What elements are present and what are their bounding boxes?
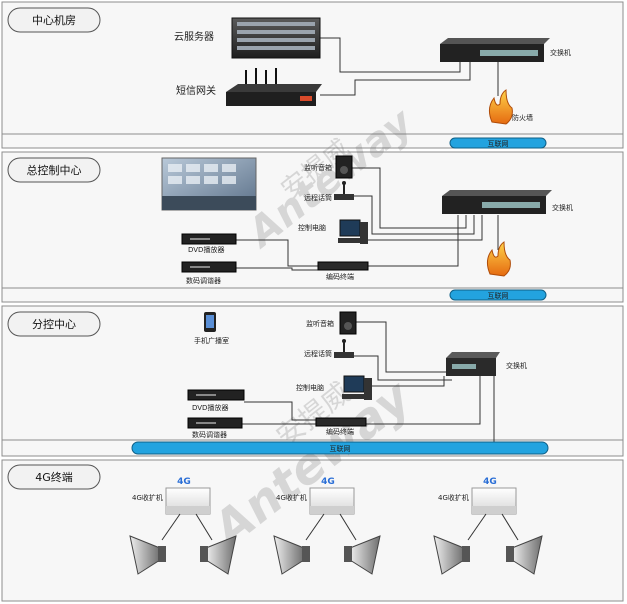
terminal-unit-2: 4G 4G收扩机 <box>273 477 381 575</box>
branch-speaker-label: 监听音箱 <box>306 319 334 328</box>
branch-mic-label: 远程话筒 <box>304 349 332 358</box>
center-internet-label: 互联网 <box>488 139 509 148</box>
control-mic-label: 远程话筒 <box>304 193 332 202</box>
horn-speaker-icon <box>506 535 543 575</box>
zone-branch <box>1 305 624 457</box>
center-switch-label: 交换机 <box>550 48 571 57</box>
branch-mobile-icon <box>204 312 216 332</box>
control-internet-label: 互联网 <box>488 291 509 300</box>
control-dvd-label: DVD播放器 <box>188 245 224 254</box>
zone-title-terminal: 4G终端 <box>7 464 101 490</box>
center-internet-bar: 互联网 <box>449 137 547 149</box>
zone-title-center-text: 中心机房 <box>32 13 76 27</box>
zone-title-center: 中心机房 <box>7 7 101 33</box>
terminal-unit-3: 4G 4G收扩机 <box>433 477 543 575</box>
branch-encoder-icon <box>315 417 367 427</box>
4g-badge-1: 4G <box>177 477 191 487</box>
control-switch-icon <box>442 190 552 214</box>
4g-badge-2: 4G <box>321 477 335 487</box>
zone-title-control: 总控制中心 <box>7 157 101 183</box>
control-firewall-icon <box>486 241 511 277</box>
control-mic-icon <box>334 181 354 200</box>
branch-pc-label: 控制电脑 <box>296 383 324 392</box>
branch-speaker-icon <box>339 311 357 335</box>
branch-mobile-label: 手机广播室 <box>194 336 229 345</box>
terminal-unit-3-label: 4G收扩机 <box>438 493 469 502</box>
branch-internet-label: 互联网 <box>330 444 351 453</box>
control-switch-label: 交换机 <box>552 203 573 212</box>
control-speaker-icon <box>335 155 353 179</box>
control-speaker-label: 监听音箱 <box>304 163 332 172</box>
branch-switch-label: 交换机 <box>506 361 527 370</box>
zone-title-branch: 分控中心 <box>7 311 101 337</box>
center-connections <box>320 37 499 96</box>
horn-speaker-icon <box>129 535 166 575</box>
control-dvd-icon <box>181 233 237 245</box>
horn-speaker-icon <box>200 535 237 575</box>
control-internet-bar: 互联网 <box>449 289 547 301</box>
sms-gateway-label: 短信网关 <box>176 84 216 97</box>
branch-connections <box>240 321 495 442</box>
zone-control <box>1 151 624 303</box>
control-pc-label: 控制电脑 <box>298 223 326 232</box>
terminal-unit-1-label: 4G收扩机 <box>132 493 163 502</box>
center-firewall-label: 防火墙 <box>512 113 533 122</box>
zone-title-terminal-text: 4G终端 <box>35 470 73 484</box>
control-room-photo <box>161 157 257 211</box>
branch-dvd-icon <box>187 389 245 401</box>
cloud-server-icon <box>231 17 321 59</box>
branch-encoder-label: 编码终端 <box>326 427 354 436</box>
control-encoder-icon <box>317 261 369 271</box>
cloud-server-label: 云服务器 <box>174 30 214 43</box>
horn-speaker-icon <box>344 535 381 575</box>
control-encoder-label: 编码终端 <box>326 272 354 281</box>
zone-title-branch-text: 分控中心 <box>32 317 76 331</box>
horn-speaker-icon <box>433 535 470 575</box>
control-tuner-icon <box>181 261 237 273</box>
branch-pc-icon <box>342 375 372 400</box>
branch-dvd-label: DVD播放器 <box>192 403 228 412</box>
branch-internet-bar: 互联网 <box>131 441 549 455</box>
zone-title-control-text: 总控制中心 <box>27 163 82 177</box>
branch-tuner-icon <box>187 417 243 429</box>
4g-badge-3: 4G <box>483 477 497 487</box>
terminal-unit-1: 4G 4G收扩机 <box>129 477 237 575</box>
horn-speaker-icon <box>273 535 310 575</box>
sms-gateway-icon <box>226 68 322 106</box>
control-pc-icon <box>338 219 368 244</box>
branch-tuner-label: 数码调谐器 <box>192 430 227 439</box>
center-firewall-icon <box>488 89 513 125</box>
branch-mic-icon <box>334 339 354 358</box>
terminal-unit-2-label: 4G收扩机 <box>276 493 307 502</box>
control-tuner-label: 数码调谐器 <box>186 276 221 285</box>
branch-switch-icon <box>446 352 500 376</box>
center-switch-icon <box>440 38 550 62</box>
